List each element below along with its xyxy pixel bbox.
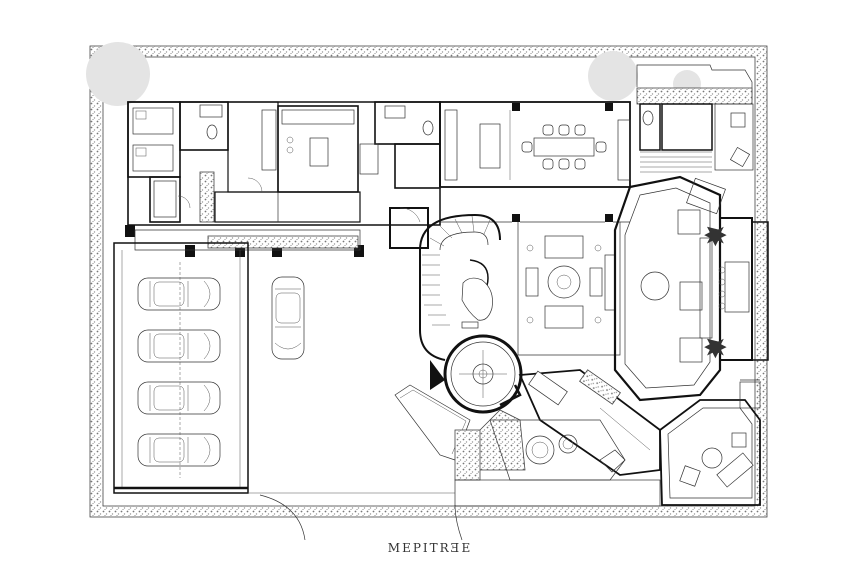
curved-staircase	[419, 213, 501, 361]
south-east-lounge	[659, 379, 761, 506]
entrance-walkway	[248, 479, 661, 541]
service-wing	[125, 101, 441, 257]
dining-area	[439, 101, 631, 222]
octagonal-family-room	[613, 175, 726, 402]
south-terrace	[394, 369, 661, 481]
round-foyer	[430, 334, 523, 414]
brand-logo: MEPITRƎE	[387, 541, 473, 555]
living-hall	[439, 187, 630, 356]
garage	[113, 242, 305, 494]
terrace-north-east	[636, 64, 754, 173]
east-pavilion	[704, 217, 769, 361]
